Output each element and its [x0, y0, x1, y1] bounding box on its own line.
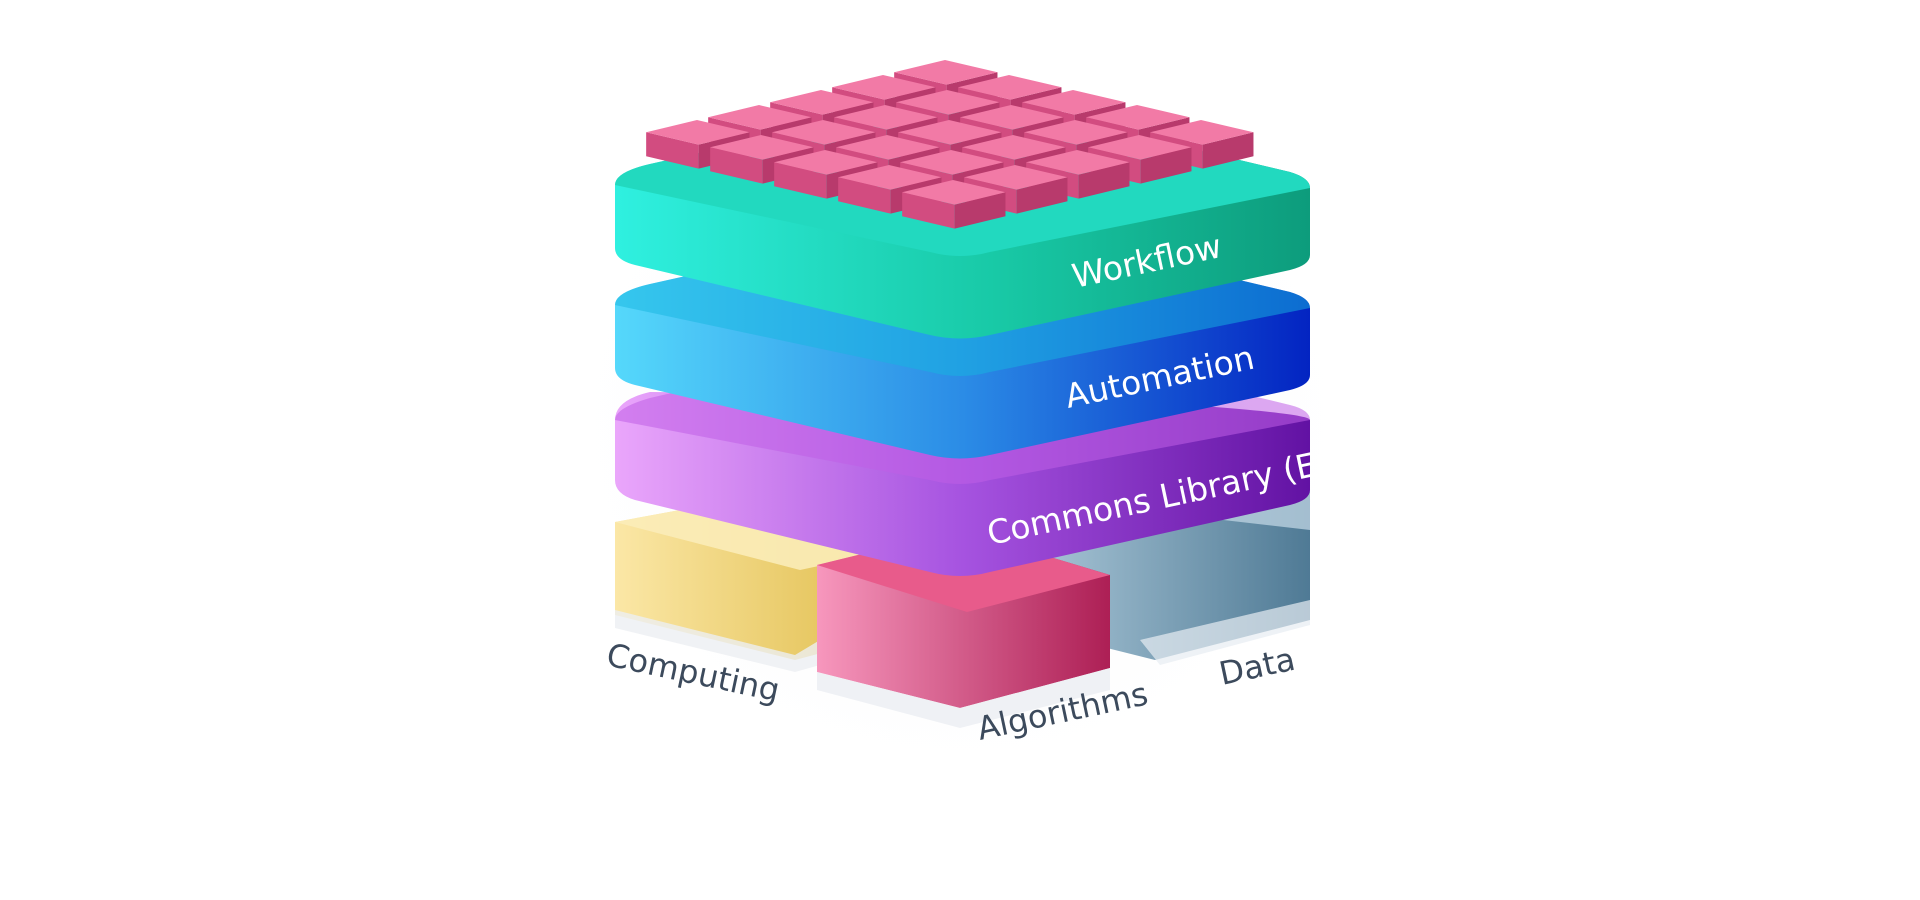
workflow-tile-grid [646, 60, 1254, 229]
computing-block [615, 510, 870, 672]
workflow-tile [902, 180, 1006, 229]
